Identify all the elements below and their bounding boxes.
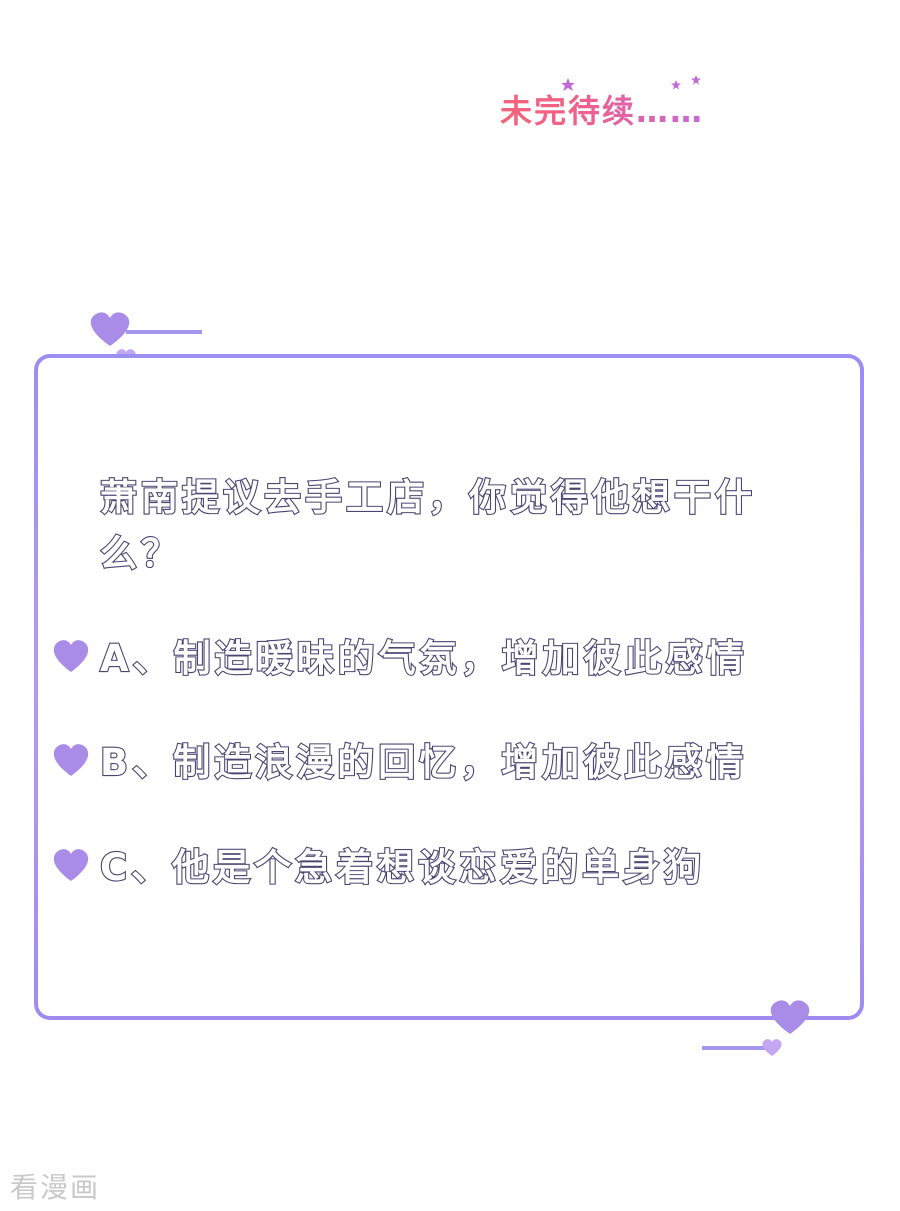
- quiz-option-a[interactable]: A、制造暖昧的气氛，增加彼此感情: [50, 627, 860, 683]
- star-icon: [691, 75, 701, 85]
- site-watermark: 看漫画: [10, 1171, 101, 1204]
- star-icon: [561, 78, 575, 91]
- quiz-option-text: A、制造暖昧的气氛，增加彼此感情: [99, 636, 748, 681]
- quiz-option-text: C、他是个急着想谈恋爱的单身狗: [99, 845, 706, 890]
- heart-icon: [53, 744, 89, 776]
- quiz-card-frame: [34, 354, 864, 1020]
- heart-icon: [770, 1000, 810, 1034]
- star-icon-group: [561, 75, 701, 91]
- heart-icon: [53, 640, 89, 672]
- quiz-option-text: B、制造浪漫的回忆，增加彼此感情: [99, 740, 748, 785]
- heart-icon: [90, 312, 130, 346]
- decor-bottom-right: [702, 1000, 810, 1056]
- divider-line: [126, 330, 202, 334]
- to-be-continued-label: 未完待续……: [500, 86, 704, 132]
- heart-icon: [762, 1039, 782, 1056]
- quiz-option-b[interactable]: B、制造浪漫的回忆，增加彼此感情: [50, 731, 860, 787]
- star-icon: [671, 80, 681, 90]
- divider-line: [702, 1046, 778, 1050]
- quiz-option-c[interactable]: C、他是个急着想谈恋爱的单身狗: [50, 836, 860, 892]
- quiz-question: 萧南提议去手工店，你觉得他想干什么？: [99, 475, 756, 576]
- heart-icon: [53, 849, 89, 881]
